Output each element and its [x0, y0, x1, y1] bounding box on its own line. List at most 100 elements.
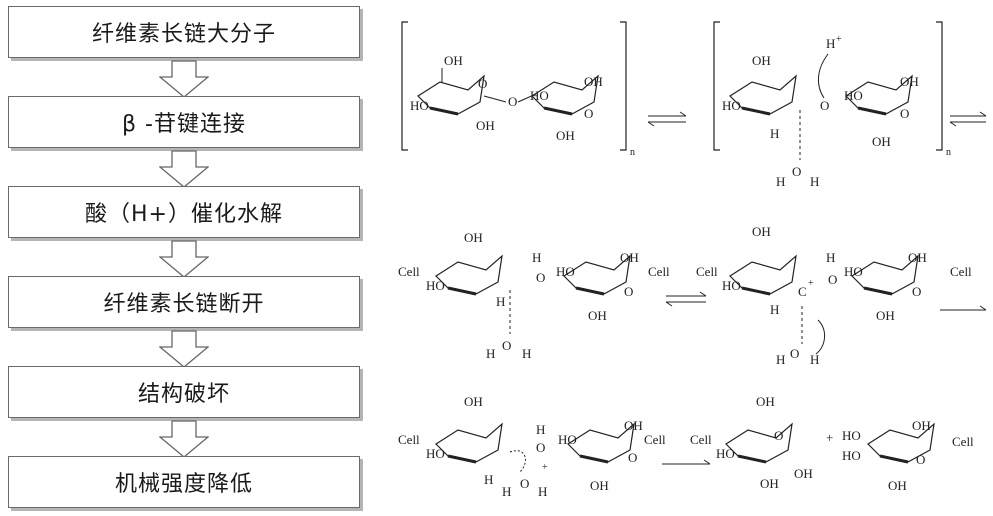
label-water-o: O — [792, 164, 801, 179]
label-ho: HO — [426, 278, 445, 293]
label-oh: OH — [872, 134, 891, 149]
down-arrow-icon — [159, 330, 209, 368]
label-o: O — [624, 284, 633, 299]
protonated-repeat-unit: n OH HO H H + O O H H HO OH O OH — [713, 21, 951, 189]
polymer-repeat-unit: n OH HO O OH O HO OH O OH — [401, 21, 635, 158]
down-arrow-icon — [159, 420, 209, 458]
glucose-product: Cell OH HO O OH OH — [690, 394, 813, 491]
hydrolysis-mechanism: n OH HO O OH O HO OH O OH n OH HO H H — [398, 21, 987, 499]
hydrolysis-step: Cell OH HO H H O + O H H HO OH O OH Cell — [398, 394, 666, 499]
plus-sign: + — [826, 430, 833, 445]
label-cell: Cell — [398, 264, 420, 279]
oxocarbenium-formation: Cell OH HO H H O O H H HO OH O OH Cell — [398, 230, 670, 361]
step-structure-destroyed: 结构破坏 — [8, 366, 360, 418]
label-ho: HO — [722, 98, 741, 113]
label-cell: Cell — [690, 432, 712, 447]
subscript-n: n — [630, 147, 635, 158]
down-arrow-icon — [159, 150, 209, 188]
label-ho: HO — [844, 88, 863, 103]
label-o: O — [900, 106, 909, 121]
label-oh: OH — [752, 53, 771, 68]
label-cell: Cell — [648, 264, 670, 279]
label-plus: + — [542, 462, 548, 473]
label-o: O — [628, 450, 637, 465]
label-bridge-o: O — [536, 270, 545, 285]
label-ho: HO — [844, 264, 863, 279]
label-oh: OH — [464, 230, 483, 245]
step-label: 结构破坏 — [137, 382, 230, 407]
step-label: 纤维素长链大分子 — [91, 22, 276, 47]
label-oh: OH — [584, 74, 603, 89]
label-h: H — [486, 346, 495, 361]
label-oh: OH — [588, 308, 607, 323]
remaining-chain-product: HO HO OH O OH Cell — [842, 418, 974, 493]
label-oh: OH — [444, 53, 463, 68]
equilibrium-arrow — [949, 111, 987, 127]
down-arrow-icon — [159, 60, 209, 98]
label-ho: HO — [426, 446, 445, 461]
label-h: H — [810, 352, 819, 367]
label-ho: HO — [410, 98, 429, 113]
label-h: H — [826, 250, 835, 265]
label-ho: HO — [556, 264, 575, 279]
label-oh: OH — [908, 250, 927, 265]
reaction-arrow — [940, 305, 987, 311]
step-cellulose-macromolecule: 纤维素长链大分子 — [8, 6, 360, 58]
label-cell: Cell — [398, 432, 420, 447]
label-o: O — [584, 106, 593, 121]
label-h: H — [538, 484, 547, 499]
label-cell: Cell — [950, 264, 972, 279]
step-label: 酸（H+）催化水解 — [85, 202, 283, 227]
label-water-o: O — [502, 338, 511, 353]
label-h: H — [536, 422, 545, 437]
down-arrow-icon — [159, 240, 209, 278]
label-h: H — [532, 250, 541, 265]
label-ho: HO — [842, 448, 861, 463]
step-label: β -苷键连接 — [122, 112, 246, 137]
label-plus: + — [808, 278, 814, 289]
step-strength-reduced: 机械强度降低 — [8, 456, 360, 508]
label-oh: OH — [556, 128, 575, 143]
reaction-arrow — [662, 459, 711, 465]
label-o: O — [916, 452, 925, 467]
label-ho: HO — [722, 278, 741, 293]
equilibrium-arrow — [647, 111, 687, 127]
label-o: O — [478, 76, 487, 91]
carbocation-intermediate: Cell OH HO C + H H O O H H HO OH O OH Ce… — [696, 224, 972, 367]
step-chain-cleavage: 纤维素长链断开 — [8, 276, 360, 328]
subscript-n: n — [946, 147, 951, 158]
label-h: H — [810, 174, 819, 189]
label-water-o: O — [520, 476, 529, 491]
label-ho: HO — [842, 428, 861, 443]
label-oh: OH — [476, 118, 495, 133]
label-h: H — [770, 126, 779, 141]
label-oh: OH — [760, 476, 779, 491]
label-oh: OH — [624, 418, 643, 433]
label-o: O — [912, 284, 921, 299]
label-oh: OH — [620, 250, 639, 265]
label-ho: HO — [558, 432, 577, 447]
label-oh: OH — [900, 74, 919, 89]
label-h: H — [522, 346, 531, 361]
label-h: H — [502, 484, 511, 499]
step-beta-glycosidic-bond: β -苷键连接 — [8, 96, 360, 148]
label-oh: OH — [752, 224, 771, 239]
label-cell: Cell — [952, 434, 974, 449]
label-bridge-o: O — [828, 272, 837, 287]
label-oh: OH — [756, 394, 775, 409]
label-oh: OH — [876, 308, 895, 323]
label-bridge-o: O — [820, 98, 829, 113]
label-carbocation-c: C — [798, 284, 807, 299]
label-oh: OH — [912, 418, 931, 433]
label-h: H — [496, 294, 505, 309]
label-h: H — [770, 302, 779, 317]
label-h: H — [776, 174, 785, 189]
label-plus: + — [836, 34, 842, 45]
label-bridge-o: O — [508, 94, 517, 109]
label-oh: OH — [464, 394, 483, 409]
label-water-o: O — [790, 346, 799, 361]
label-cell: Cell — [644, 432, 666, 447]
equilibrium-arrow — [665, 291, 707, 307]
label-h: H — [776, 352, 785, 367]
